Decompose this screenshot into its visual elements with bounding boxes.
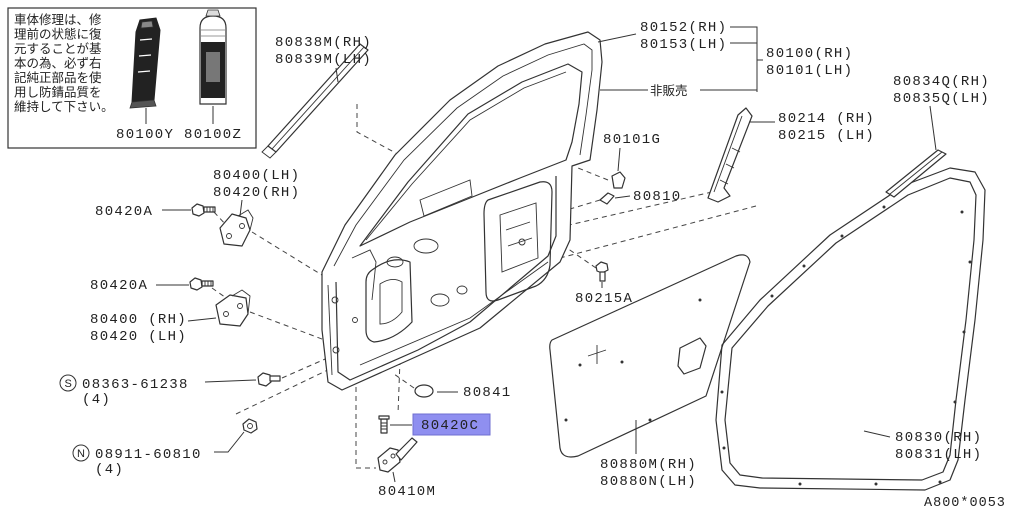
sealant-tube-icon <box>129 17 161 109</box>
sash-corner-piece <box>707 107 753 203</box>
notice-line: 理前の状態に復 <box>14 27 102 42</box>
part-label-80153[interactable]: 80153(LH) <box>640 37 727 53</box>
part-label-80400-lh[interactable]: 80400(LH) <box>213 168 300 184</box>
dashed-guide-line <box>577 167 609 181</box>
standard-part-symbol-n: N <box>77 448 85 460</box>
leader-line <box>614 195 631 199</box>
access-hole <box>365 259 413 343</box>
dashed-guide-line <box>355 360 376 469</box>
leader-line <box>863 430 891 438</box>
upper-hinge <box>219 209 254 247</box>
drawing-code: A800*0053 <box>924 496 1006 510</box>
part-label-80830[interactable]: 80830(RH) <box>895 430 982 446</box>
leader-line <box>597 33 637 43</box>
part-label-80215[interactable]: 80215 (LH) <box>778 128 875 144</box>
striker-bolt <box>595 261 609 282</box>
trim-handle-recess <box>677 337 707 375</box>
part-label-80214[interactable]: 80214 (RH) <box>778 111 875 127</box>
notice-line: 元することが基 <box>14 41 102 56</box>
part-label-80100y[interactable]: 80100Y <box>116 127 174 143</box>
dashed-guide-line <box>559 205 757 259</box>
part-label-80839m[interactable]: 80839M(LH) <box>275 52 372 68</box>
leader-line <box>617 147 621 172</box>
part-label-80841[interactable]: 80841 <box>463 385 512 401</box>
quantity-label: (4) <box>82 392 111 408</box>
plug <box>414 384 434 398</box>
leader-line <box>187 317 217 322</box>
part-label-80810[interactable]: 80810 <box>633 189 682 205</box>
screw <box>257 372 281 387</box>
dashed-guide-line <box>249 311 331 343</box>
leader-line <box>204 379 257 383</box>
window-outer-strip <box>261 43 369 159</box>
door-check <box>377 437 418 473</box>
part-label-80420-rh[interactable]: 80420(RH) <box>213 185 300 201</box>
not-for-sale-note: 非販売 <box>650 83 688 98</box>
lower-hinge <box>215 289 251 327</box>
dashed-guide-line <box>251 231 331 281</box>
part-label-80420a-lower[interactable]: 80420A <box>90 278 148 294</box>
part-label-80420c[interactable]: 80420C <box>421 418 479 434</box>
door-weatherstrip-upper <box>885 149 947 198</box>
notice-box: 車体修理は、修 理前の状態に復 元することが基 本の為、必ず右 記純正部品を使 … <box>7 7 257 149</box>
leader-line <box>335 67 339 83</box>
dashed-guide-line <box>281 355 333 379</box>
part-label-80101[interactable]: 80101(LH) <box>766 63 853 79</box>
part-label-80215a[interactable]: 80215A <box>575 291 633 307</box>
dashed-guide-line <box>397 359 401 415</box>
part-label-80100[interactable]: 80100(RH) <box>766 46 853 62</box>
part-label-80831[interactable]: 80831(LH) <box>895 447 982 463</box>
leader-line <box>239 199 243 217</box>
selected-part-highlight <box>412 413 491 436</box>
part-label-80835q[interactable]: 80835Q(LH) <box>893 91 990 107</box>
leader-line <box>214 431 245 453</box>
part-label-08363-61238[interactable]: 08363-61238 <box>82 377 189 393</box>
part-label-80100z[interactable]: 80100Z <box>184 127 242 143</box>
check-bolt <box>378 415 390 434</box>
spray-can-icon <box>199 9 227 105</box>
notice-line: 維持して下さい。 <box>14 99 114 114</box>
part-label-80834q[interactable]: 80834Q(RH) <box>893 74 990 90</box>
notice-line: 車体修理は、修 <box>14 12 102 27</box>
bracket-line <box>730 26 763 92</box>
notice-line: 記純正部品を使 <box>14 70 102 85</box>
part-label-80420-lh[interactable]: 80420 (LH) <box>90 329 187 345</box>
leader-line <box>929 105 937 151</box>
part-label-08911-60810[interactable]: 08911-60810 <box>95 447 202 463</box>
dashed-guide-line <box>356 104 461 189</box>
door-trim-panel <box>549 254 751 458</box>
notice-line: 本の為、必ず右 <box>14 56 102 71</box>
part-label-80420a-upper[interactable]: 80420A <box>95 204 153 220</box>
part-label-80838m[interactable]: 80838M(RH) <box>275 35 372 51</box>
standard-part-symbol-circle <box>72 444 90 462</box>
standard-part-symbol-s: S <box>65 378 72 390</box>
pad <box>599 192 615 205</box>
nut <box>242 418 258 434</box>
leader-line <box>392 471 396 483</box>
hinge-bolt-upper <box>191 203 216 217</box>
part-label-80152[interactable]: 80152(RH) <box>640 20 727 36</box>
door-shell <box>321 31 603 391</box>
hinge-bolt-lower <box>189 277 214 291</box>
part-label-80880n[interactable]: 80880N(LH) <box>600 474 697 490</box>
access-hole <box>483 181 553 302</box>
quantity-label: (4) <box>95 462 124 478</box>
notice-line: 用し防錆品質を <box>14 85 102 100</box>
standard-part-symbol-circle <box>59 374 77 392</box>
part-label-80101g[interactable]: 80101G <box>603 132 661 148</box>
window-opening <box>359 63 583 247</box>
dashed-guide-line <box>235 367 333 415</box>
dashed-guide-line <box>563 245 597 269</box>
part-label-80400-rh[interactable]: 80400 (RH) <box>90 312 187 328</box>
clip <box>611 171 626 189</box>
part-label-80410m[interactable]: 80410M <box>378 484 436 500</box>
dashed-guide-line <box>559 199 601 213</box>
part-label-80880m[interactable]: 80880M(RH) <box>600 457 697 473</box>
dashed-guide-line <box>393 373 415 389</box>
